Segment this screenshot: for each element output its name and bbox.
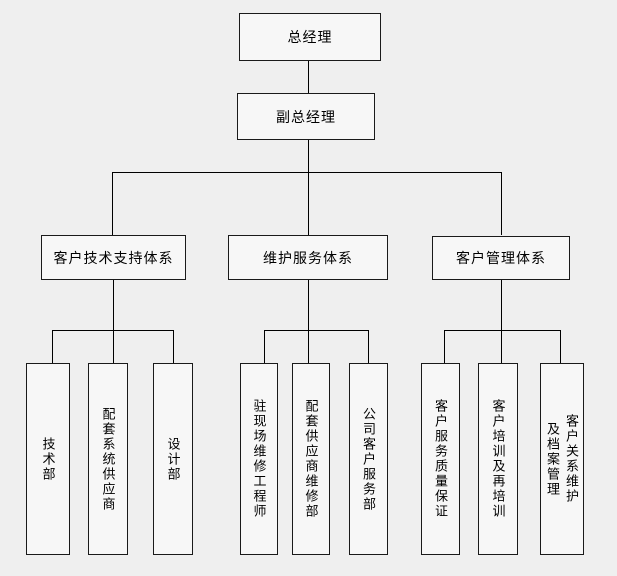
node-dept-supporting-system-supplier: 配套系统供应商 bbox=[88, 363, 128, 555]
node-dept-technology: 技术部 bbox=[26, 363, 70, 555]
node-label: 公司客户服务部 bbox=[361, 406, 376, 512]
node-dept-design: 设计部 bbox=[153, 363, 193, 555]
node-label: 技术部 bbox=[40, 436, 56, 482]
node-label: 设计部 bbox=[165, 436, 181, 482]
node-label: 客户关系维护 及档案管理 bbox=[545, 414, 579, 504]
node-label: 驻现场维修工程师 bbox=[251, 399, 267, 519]
node-dept-service-quality-assurance: 客户服务质量保证 bbox=[421, 363, 460, 555]
node-deputy-general-manager: 副总经理 bbox=[237, 93, 375, 140]
node-branch-maintenance-service: 维护服务体系 bbox=[228, 235, 388, 280]
node-label: 配套系统供应商 bbox=[100, 406, 116, 512]
node-dept-customer-relations-archives: 客户关系维护 及档案管理 bbox=[540, 363, 584, 555]
node-dept-supplier-maintenance: 配套供应商维修部 bbox=[292, 363, 330, 555]
node-dept-onsite-maintenance-engineer: 驻现场维修工程师 bbox=[240, 363, 278, 555]
node-dept-company-customer-service: 公司客户服务部 bbox=[349, 363, 388, 555]
node-label: 客户服务质量保证 bbox=[433, 399, 448, 519]
node-dept-customer-training: 客户培训及再培训 bbox=[478, 363, 518, 555]
node-label: 维护服务体系 bbox=[263, 249, 353, 266]
node-branch-customer-tech-support: 客户技术支持体系 bbox=[41, 235, 186, 280]
node-label: 配套供应商维修部 bbox=[303, 399, 319, 519]
node-label: 副总经理 bbox=[276, 108, 336, 125]
node-label: 客户培训及再培训 bbox=[490, 399, 506, 519]
node-label: 客户管理体系 bbox=[456, 250, 546, 266]
node-general-manager: 总经理 bbox=[239, 13, 381, 61]
node-label: 客户技术支持体系 bbox=[53, 249, 174, 266]
node-label: 总经理 bbox=[287, 29, 333, 45]
node-branch-customer-management: 客户管理体系 bbox=[432, 236, 570, 280]
